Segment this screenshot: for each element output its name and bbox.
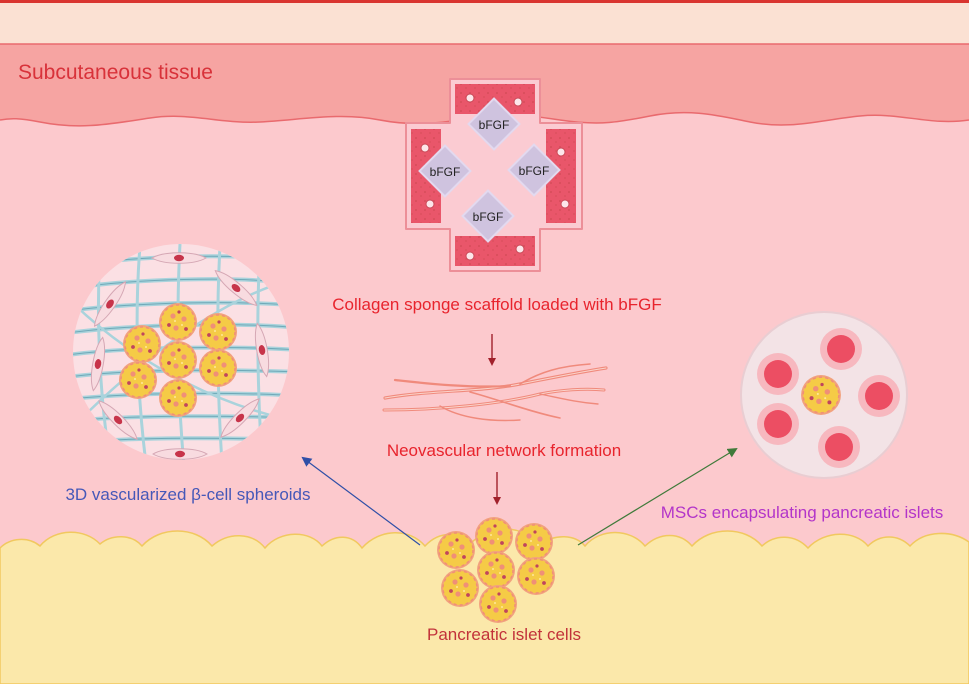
top-border <box>0 0 969 3</box>
islet-cell <box>158 378 198 418</box>
bfgf-label-top: bFGF <box>479 118 510 132</box>
islet-cell <box>516 556 556 596</box>
islet-cell <box>440 568 480 608</box>
islet-cell <box>198 312 238 352</box>
layer-title: Subcutaneous tissue <box>18 61 213 84</box>
msc-cell <box>858 375 900 417</box>
neovascular-network <box>382 363 608 422</box>
scaffold-pores <box>420 93 570 261</box>
arrow-islets-to-spheroids <box>301 456 421 546</box>
msc-caption: MSCs encapsulating pancreatic islets <box>661 503 944 522</box>
islet-cell <box>514 522 554 562</box>
islet-cell <box>478 584 518 624</box>
islets-caption: Pancreatic islet cells <box>427 625 581 644</box>
bfgf-tag-left: bFGF <box>418 144 472 198</box>
islet-cell <box>436 530 476 570</box>
islet-cell <box>474 516 514 556</box>
network-caption: Neovascular network formation <box>387 441 621 460</box>
bfgf-tag-bottom: bFGF <box>461 189 515 243</box>
fibroblast-cell <box>151 252 207 264</box>
arrow-islets-to-mscs <box>577 447 738 546</box>
bfgf-label-right: bFGF <box>519 164 550 178</box>
bfgf-tag-top: bFGF <box>467 97 521 151</box>
islet-cell <box>476 550 516 590</box>
bfgf-label-bottom: bFGF <box>473 210 504 224</box>
islet-cell <box>158 302 198 342</box>
msc-encapsulation <box>740 311 908 479</box>
msc-cell <box>818 426 860 468</box>
fibroblast-cell <box>152 448 208 460</box>
spheroid-caption: 3D vascularized β-cell spheroids <box>65 485 310 504</box>
islet-cell <box>118 360 158 400</box>
islet-cell <box>800 374 842 416</box>
islet-cell <box>198 348 238 388</box>
bfgf-label-left: bFGF <box>430 165 461 179</box>
collagen-scaffold: bFGF bFGF bFGF bFGF <box>405 78 583 272</box>
islet-cell <box>158 340 198 380</box>
msc-cell <box>820 328 862 370</box>
islet-cell <box>122 324 162 364</box>
msc-cell <box>757 353 799 395</box>
msc-cell <box>757 403 799 445</box>
bfgf-tag-right: bFGF <box>507 143 561 197</box>
scaffold-outline <box>405 78 583 272</box>
subcutaneous-layer <box>0 44 969 684</box>
scaffold-caption: Collagen sponge scaffold loaded with bFG… <box>332 295 662 314</box>
